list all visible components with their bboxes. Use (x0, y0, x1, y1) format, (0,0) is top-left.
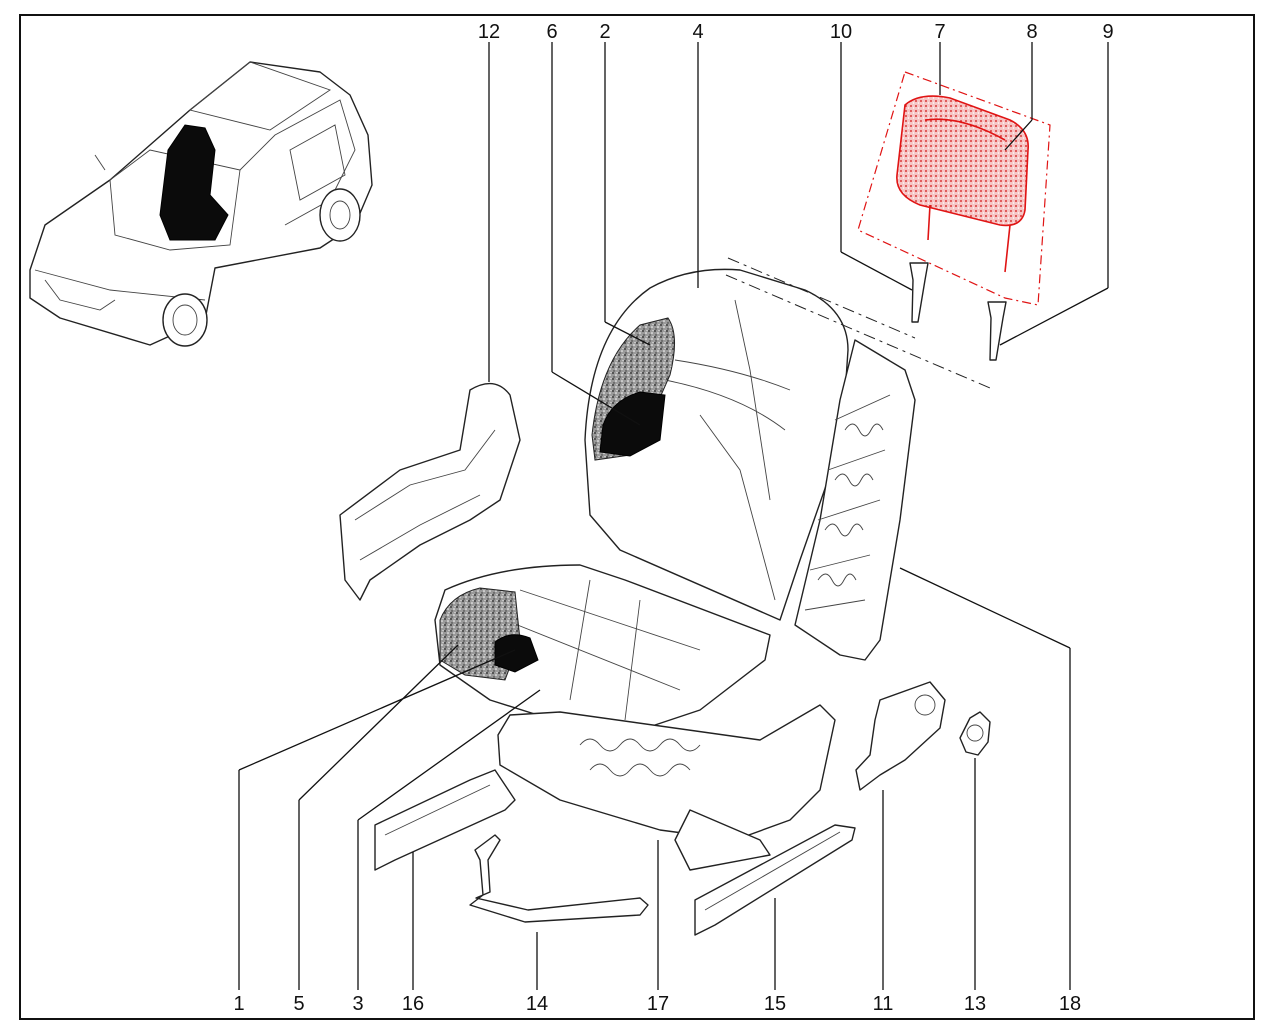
callout-5: 5 (293, 993, 305, 1015)
callout-16: 16 (401, 993, 425, 1015)
callout-1: 1 (233, 993, 245, 1015)
seat-rail-left (374, 769, 516, 871)
callout-17: 17 (646, 993, 670, 1015)
callout-10: 10 (829, 21, 853, 43)
callout-14: 14 (525, 993, 549, 1015)
seat-back-cushion (584, 268, 849, 621)
callout-9: 9 (1102, 21, 1114, 43)
callout-4: 4 (692, 21, 704, 43)
seat-back-frame (794, 339, 916, 661)
callout-3: 3 (352, 993, 364, 1015)
callout-7: 7 (934, 21, 946, 43)
callout-6: 6 (546, 21, 558, 43)
leader-lines (238, 42, 1109, 990)
callout-15: 15 (763, 993, 787, 1015)
recliner-bracket (855, 681, 946, 791)
callout-13: 13 (963, 993, 987, 1015)
side-trim-panel (339, 382, 521, 601)
seat-rail-right (694, 824, 856, 936)
callout-8: 8 (1026, 21, 1038, 43)
callout-18: 18 (1058, 993, 1082, 1015)
headrest-group (857, 71, 1051, 306)
vehicle-thumbnail (29, 61, 373, 347)
callout-12: 12 (477, 21, 501, 43)
callout-2: 2 (599, 21, 611, 43)
release-bar (469, 834, 649, 923)
seat-base-frame (497, 704, 836, 871)
headrest-guides (725, 257, 1007, 389)
callout-11: 11 (872, 993, 894, 1015)
recliner-knob (959, 711, 991, 756)
